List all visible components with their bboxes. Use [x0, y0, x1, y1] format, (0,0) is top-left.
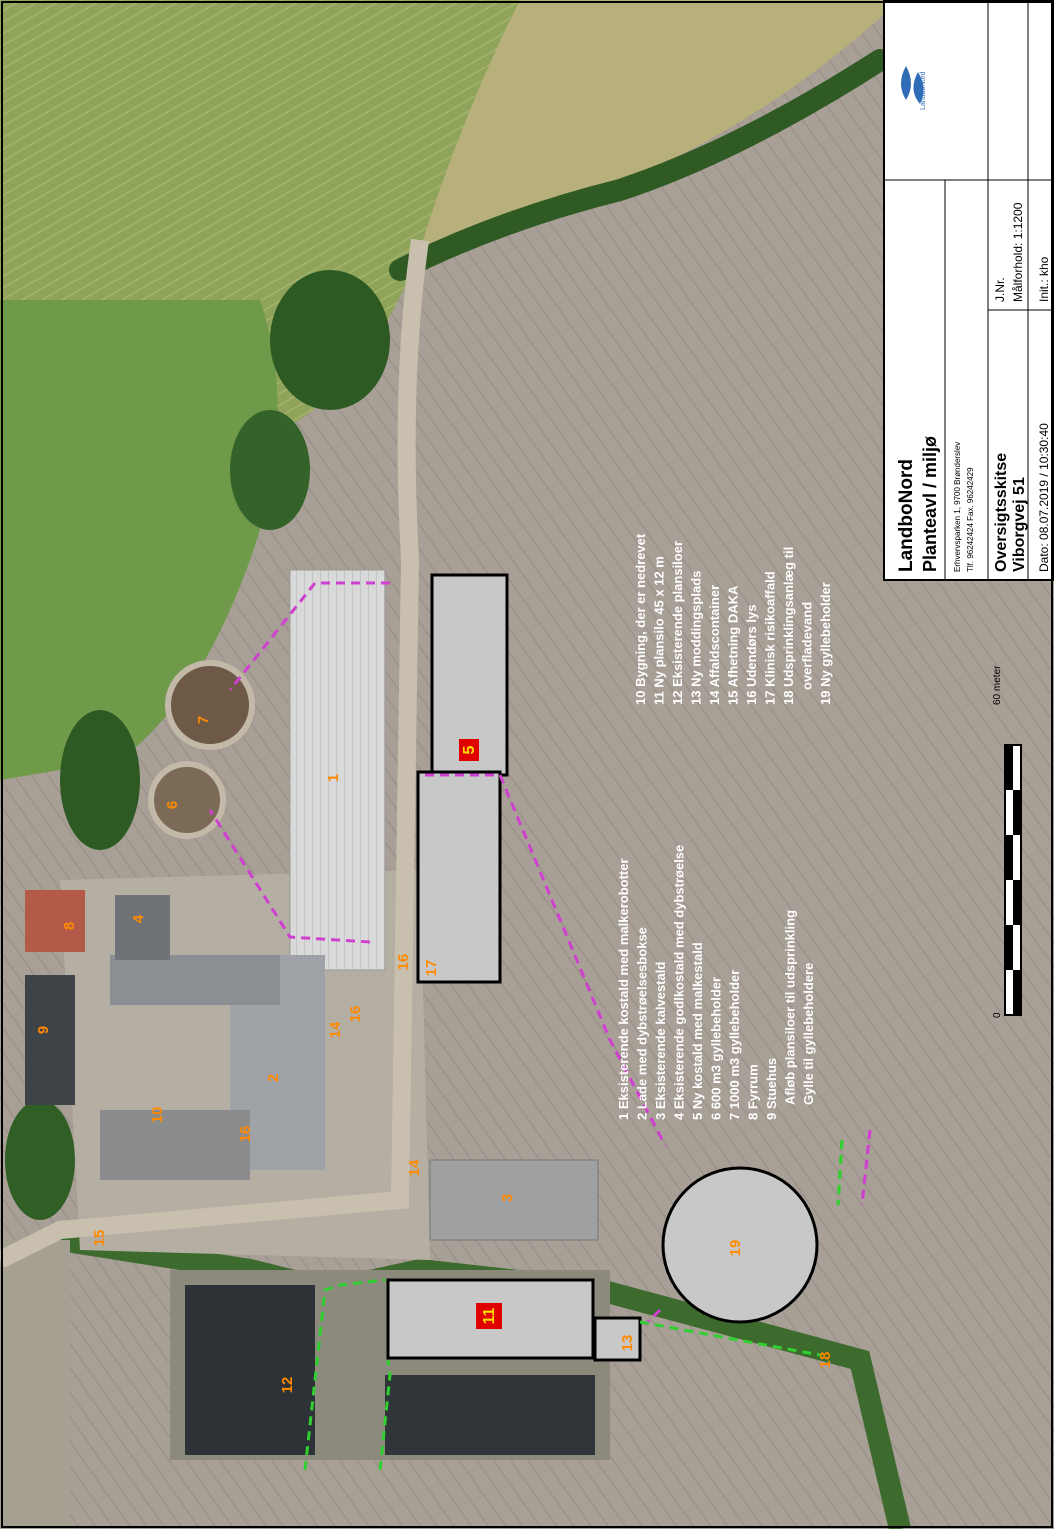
marker-13: 13	[619, 1335, 636, 1352]
new-slurry-tank-19	[661, 1166, 819, 1324]
marker-1: 1	[325, 774, 342, 782]
init-text: Init.: kho	[1037, 256, 1051, 302]
legend-item: 7 1000 m3 gyllebeholder	[727, 970, 742, 1120]
legend-column-1: 1 Eksisterende kostald med malkerobotter…	[616, 845, 816, 1120]
marker-16c: 16	[237, 1126, 254, 1143]
company-address: Erhvervsparken 1, 9700 Brønderslev	[953, 442, 962, 572]
legend: 1 Eksisterende kostald med malkerobotter…	[616, 533, 833, 1120]
marker-17: 17	[423, 960, 440, 977]
legend-item: 6 600 m3 gyllebeholder	[709, 977, 724, 1120]
company-phone: Tlf. 96242424 Fax. 96242429	[966, 467, 975, 572]
marker-8: 8	[61, 922, 78, 930]
building-8-roof	[25, 890, 85, 952]
marker-7: 7	[195, 716, 212, 724]
legend-slurry-swatch	[860, 1129, 872, 1206]
hedge-row-north	[389, 49, 891, 281]
building-3-roof	[429, 1159, 599, 1241]
farm-road	[0, 238, 429, 1269]
marker-6: 6	[164, 801, 181, 809]
marker-11-box	[476, 1303, 502, 1329]
plansilo-12-east	[385, 1375, 595, 1455]
company-name: LandboNord	[896, 459, 917, 572]
marker-14b: 14	[406, 1159, 423, 1176]
marker-16a: 16	[395, 954, 412, 971]
department-name: Planteavl / miljø	[920, 436, 940, 572]
legend-item: 5 Ny kostald med malkestald	[690, 942, 705, 1120]
legend-item: 9 Stuehus	[764, 1058, 779, 1120]
landbonord-logo-icon	[901, 66, 924, 104]
south-west-field	[0, 1240, 70, 1529]
scale-end-label: 60 meter	[992, 665, 1003, 705]
marker-18: 18	[817, 1352, 834, 1369]
legend-item: 3 Eksisterende kalvestald	[653, 962, 668, 1120]
marker-4: 4	[130, 914, 147, 923]
marker-2: 2	[265, 1074, 282, 1082]
tree-cluster-mid	[230, 410, 310, 530]
legend-item: 13 Ny moddingsplads	[689, 571, 704, 705]
scale-start-label: 0	[992, 1012, 1003, 1018]
tank-6	[148, 761, 226, 839]
legend-item: 8 Fyrrum	[746, 1064, 761, 1120]
legend-item: 17 Klinisk risikoaffald	[763, 571, 778, 705]
new-plansilo-11	[386, 1278, 595, 1360]
date-text: Dato: 08.07.2019 / 10:30:40	[1037, 423, 1051, 572]
legend-item: 12 Eksisterende plansiloer	[670, 541, 685, 705]
jnr-label: J.Nr.	[993, 277, 1007, 302]
legend-item: 19 Ny gyllebeholder	[818, 582, 833, 705]
marker-10: 10	[149, 1107, 166, 1124]
location-name: Viborgvej 51	[1011, 477, 1028, 572]
building-10-roof	[100, 1110, 250, 1180]
plansilo-12-west	[185, 1285, 315, 1455]
marker-5: 5	[461, 745, 478, 754]
scale-bar: 0 60 meter	[992, 665, 1022, 1018]
legend-item: overfladevand	[800, 602, 815, 690]
marker-12: 12	[279, 1377, 296, 1394]
marker-15: 15	[91, 1230, 108, 1247]
legend-item: 1 Eksisterende kostald med malkerobotter	[616, 858, 631, 1120]
marker-14a: 14	[327, 1021, 344, 1038]
legend-item: 11 Ny plansilo 45 x 12 m	[652, 556, 667, 705]
tank-7	[165, 660, 255, 750]
legend-item: Afløb plansiloer til udsprinkling	[783, 910, 798, 1105]
pasture-field	[0, 300, 278, 780]
legend-column-2: 10 Bygning, der er nedrevet 11 Ny plansil…	[633, 533, 833, 705]
yellow-crop-field	[420, 0, 900, 250]
new-moddingsplads-13	[593, 1316, 642, 1362]
tree-cluster-west	[60, 710, 140, 850]
marker-16b: 16	[347, 1006, 364, 1023]
tree-cluster-north	[270, 270, 390, 410]
legend-item: 14 Affaldscontainer	[707, 585, 722, 705]
legend-item: 16 Udendørs lys	[744, 605, 759, 705]
legend-item: 2 Lade med dybstrøelsesbokse	[635, 927, 650, 1120]
marker-5-box	[459, 739, 479, 761]
scale-text: Målforhold: 1:1200	[1011, 202, 1025, 302]
building-2-wing	[110, 955, 280, 1005]
marker-9: 9	[35, 1026, 52, 1034]
legend-item: 10 Bygning, der er nedrevet	[633, 533, 648, 705]
building-4-roof	[115, 895, 170, 960]
legend-item: Gylle til gyllebeholdere	[801, 963, 816, 1105]
marker-3: 3	[499, 1194, 516, 1202]
title-block: LandboNord LandboNord Planteavl / miljø …	[883, 0, 1054, 581]
marker-19: 19	[727, 1240, 744, 1257]
legend-item: 15 Afhetning DAKA	[726, 585, 741, 705]
document-type: Oversigtsskitse	[993, 453, 1010, 572]
marker-11: 11	[481, 1307, 498, 1324]
building-9-roof	[25, 975, 75, 1105]
building-1-roof	[289, 569, 386, 971]
logo-text: LandboNord	[920, 71, 927, 110]
legend-drain-swatch	[836, 1139, 844, 1206]
new-building-17	[416, 770, 502, 984]
tree-cluster-south	[5, 1100, 75, 1220]
legend-item: 18 Udsprinklingsanlæg til	[781, 547, 796, 705]
legend-item: 4 Eksisterende godlkostald med dybstrøel…	[672, 845, 687, 1120]
